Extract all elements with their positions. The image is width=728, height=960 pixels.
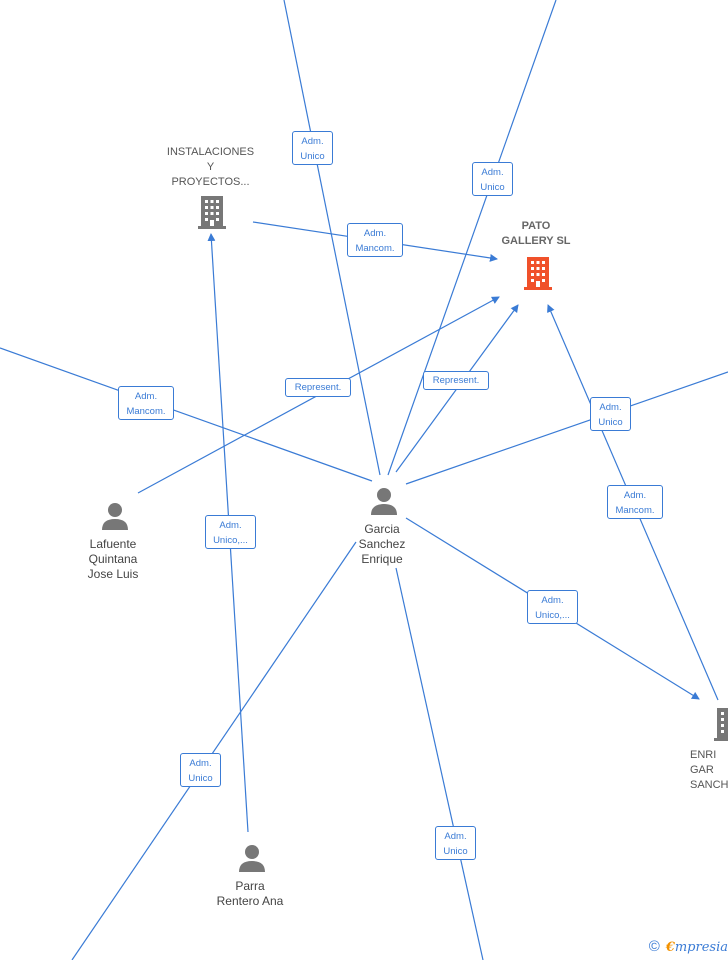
company-name-instalaciones: INSTALACIONES Y PROYECTOS... <box>166 146 255 188</box>
edge-label[interactable]: Adm. Unico,... <box>205 515 256 549</box>
edge-label[interactable]: Adm. Mancom. <box>607 485 663 519</box>
building-icon[interactable] <box>522 255 554 291</box>
empresia-watermark: © €mpresia <box>649 938 728 955</box>
brand-name: mpresia <box>674 940 728 955</box>
edge-line <box>405 371 728 485</box>
person-name-lafuente: Lafuente Quintana Jose Luis <box>87 537 139 581</box>
company-name-pato-gallery: PATO GALLERY SL <box>501 220 571 247</box>
building-icon[interactable] <box>712 706 728 742</box>
brand-logo-mark: € <box>665 940 675 955</box>
company-name-enrique: ENRI GAR SANCH <box>690 749 728 791</box>
edge-line <box>71 541 357 960</box>
edge-label[interactable]: Represent. <box>285 378 351 397</box>
edge-label[interactable]: Adm. Unico <box>292 131 333 165</box>
edge-label[interactable]: Adm. Unico,... <box>527 590 578 624</box>
edge-label[interactable]: Represent. <box>423 371 489 390</box>
edge-line <box>395 567 484 960</box>
person-name-garcia: Garcia Sanchez Enrique <box>358 522 406 566</box>
edge-label[interactable]: Adm. Unico <box>435 826 476 860</box>
edge-label[interactable]: Adm. Unico <box>472 162 513 196</box>
edge-line <box>283 0 381 476</box>
edge-label[interactable]: Adm. Mancom. <box>118 386 174 420</box>
edge-label[interactable]: Adm. Unico <box>180 753 221 787</box>
edge-label[interactable]: Adm. Unico <box>590 397 631 431</box>
person-icon[interactable] <box>237 843 267 873</box>
person-name-parra: Parra Rentero Ana <box>216 879 284 908</box>
copyright-symbol: © <box>648 938 660 955</box>
edge-line <box>387 0 557 476</box>
building-icon[interactable] <box>196 194 228 230</box>
edge-label[interactable]: Adm. Mancom. <box>347 223 403 257</box>
edge-line <box>0 347 373 482</box>
person-icon[interactable] <box>100 501 130 531</box>
person-icon[interactable] <box>369 486 399 516</box>
